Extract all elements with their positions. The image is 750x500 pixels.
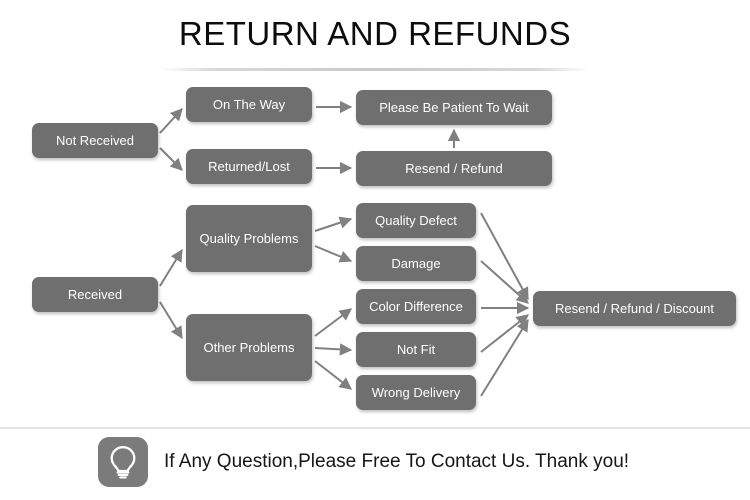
- node-not-received[interactable]: Not Received: [32, 123, 158, 158]
- edge-quality-problems-to-quality-defect: [314, 216, 353, 232]
- edge-quality-defect-to-final: [480, 212, 529, 301]
- edge-not-received-to-on-the-way: [159, 108, 183, 134]
- node-on-the-way[interactable]: On The Way: [186, 87, 312, 122]
- edge-other-problems-to-color-difference: [314, 308, 352, 337]
- edge-received-to-other-problems: [159, 301, 183, 340]
- title-divider: [160, 68, 590, 71]
- node-wrong-delivery[interactable]: Wrong Delivery: [356, 375, 476, 410]
- footer-text: If Any Question,Please Free To Contact U…: [164, 451, 630, 472]
- footer-divider: [0, 427, 750, 429]
- node-damage[interactable]: Damage: [356, 246, 476, 281]
- footer: If Any Question,Please Free To Contact U…: [98, 437, 629, 487]
- edge-wrong-delivery-to-final: [480, 318, 529, 397]
- edge-quality-problems-to-damage: [314, 245, 353, 263]
- node-please-be-patient-to-wait[interactable]: Please Be Patient To Wait: [356, 90, 552, 125]
- node-resend-refund[interactable]: Resend / Refund: [356, 151, 552, 186]
- edge-other-problems-to-not-fit: [314, 343, 353, 356]
- page-title: RETURN AND REFUNDS: [178, 15, 572, 52]
- node-returned-lost[interactable]: Returned/Lost: [186, 149, 312, 184]
- node-quality-defect[interactable]: Quality Defect: [356, 203, 476, 238]
- edge-not-fit-to-final: [480, 314, 529, 353]
- node-other-problems[interactable]: Other Problems: [186, 314, 312, 381]
- edge-other-problems-to-wrong-delivery: [314, 360, 352, 390]
- node-resend-refund-discount[interactable]: Resend / Refund / Discount: [533, 291, 736, 326]
- edge-not-received-to-returned-lost: [159, 147, 183, 171]
- node-not-fit[interactable]: Not Fit: [356, 332, 476, 367]
- edge-damage-to-final: [480, 260, 529, 304]
- node-color-difference[interactable]: Color Difference: [356, 289, 476, 324]
- node-received[interactable]: Received: [32, 277, 158, 312]
- lightbulb-icon: [98, 437, 148, 487]
- node-quality-problems[interactable]: Quality Problems: [186, 205, 312, 272]
- edge-received-to-quality-problems: [159, 248, 183, 287]
